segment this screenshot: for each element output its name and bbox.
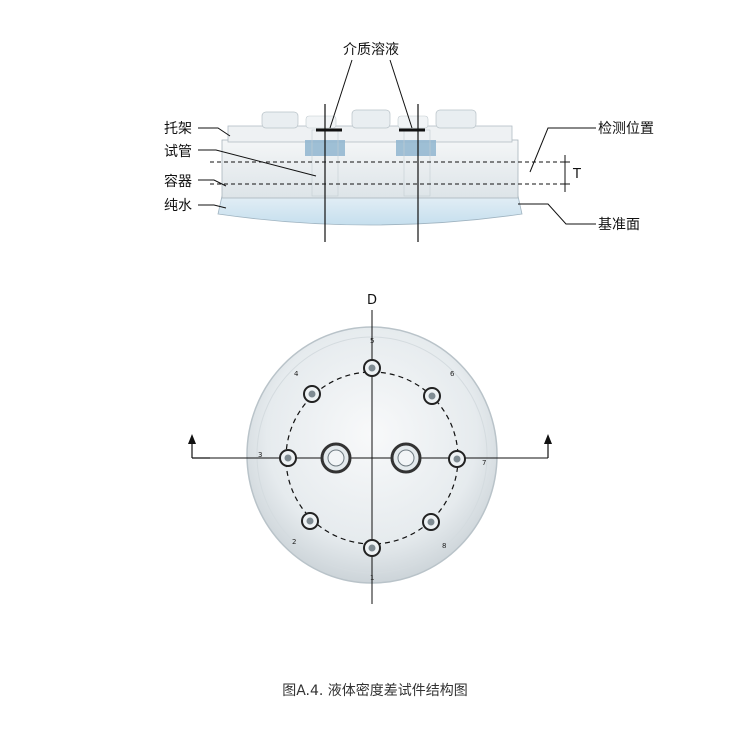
label-thickness: T [572, 167, 581, 182]
well-1 [363, 539, 381, 557]
cap [351, 109, 391, 129]
medium-solution-right [396, 140, 436, 156]
well-5 [363, 359, 381, 377]
cap [305, 115, 337, 129]
top-view: D 1 2 3 4 5 6 7 8 [188, 293, 552, 604]
well-8 [422, 513, 440, 531]
well-4 [303, 385, 321, 403]
leader-holder [198, 127, 231, 137]
center-well-left [320, 442, 352, 474]
figure-caption: 图A.4. 液体密度差试件结构图 [282, 682, 468, 699]
leader-container [198, 179, 227, 187]
arrow-right-head [544, 434, 552, 444]
label-holder: 托架 [164, 121, 192, 137]
well-2 [301, 512, 319, 530]
holder-band [227, 125, 513, 143]
leader-water [198, 204, 227, 209]
position-number-5: 5 [370, 337, 374, 345]
leader-tube [198, 149, 317, 177]
leader-detection [529, 127, 596, 173]
position-number-2: 2 [292, 538, 296, 546]
well-7 [448, 450, 466, 468]
leader-reference [518, 203, 596, 225]
label-test-tube: 试管 [164, 144, 192, 160]
water-base [217, 195, 523, 226]
side-view: 介质溶液 托架 试管 容器 纯水 检测位置 基准面 T [164, 42, 654, 242]
position-number-7: 7 [482, 459, 486, 467]
leader-medium-right [389, 59, 413, 129]
container-body [221, 139, 519, 199]
label-pure-water: 纯水 [164, 198, 192, 214]
position-number-8: 8 [442, 542, 446, 550]
label-container: 容器 [164, 173, 192, 190]
cap [261, 111, 299, 129]
label-medium-solution: 介质溶液 [343, 42, 399, 58]
cap [435, 109, 477, 129]
label-direction-d: D [367, 293, 377, 308]
well-3 [279, 449, 297, 467]
position-number-4: 4 [294, 370, 299, 378]
well-6 [423, 387, 441, 405]
label-detection-position: 检测位置 [598, 121, 654, 137]
arrow-left-head [188, 434, 196, 444]
position-number-1: 1 [370, 574, 374, 582]
cap [397, 115, 429, 129]
leader-medium-left [329, 59, 353, 129]
label-reference-plane: 基准面 [598, 216, 640, 233]
position-number-6: 6 [450, 370, 455, 378]
center-well-right [390, 442, 422, 474]
position-number-3: 3 [258, 451, 262, 459]
